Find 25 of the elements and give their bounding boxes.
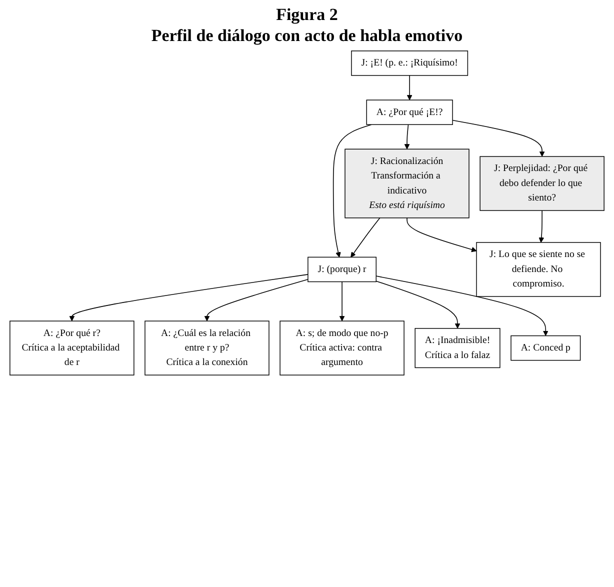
node-box: J: Perplejidad: ¿Por qué debo defender lo que siento? — [480, 156, 604, 211]
node-box: A: ¡Inadmisible! Crítica a lo falaz — [414, 328, 500, 368]
arrow — [332, 124, 372, 258]
node-box: J: Lo que se siente no se defiende. No compromiso. — [476, 242, 601, 297]
arrow — [69, 274, 308, 322]
figure-number: Figura 2 — [275, 4, 339, 25]
node-box: A: Conced p — [510, 335, 581, 361]
node-box: A: ¿Por qué ¡E!? — [366, 100, 453, 125]
arrow — [406, 218, 477, 252]
arrow — [452, 120, 545, 157]
arrow — [376, 276, 548, 336]
arrow — [538, 210, 544, 243]
node-box: J: ¡E! (p. e.: ¡Riquísimo! — [351, 50, 468, 76]
node-box: J: (porque) r — [308, 256, 377, 282]
arrow — [404, 124, 410, 150]
arrow — [339, 281, 345, 322]
arrow — [376, 280, 460, 329]
arrow — [204, 278, 308, 322]
node-box: A: ¿Cuál es la relación entre r y p? Crítica a la conexión — [144, 320, 270, 376]
node-box: J: Racionalización Transformación a indicativo Esto está riquísimo — [344, 148, 470, 218]
diagram-title: Perfil de diálogo con acto de habla emotivo — [150, 25, 464, 46]
arrow — [406, 75, 412, 100]
node-box: A: s; de modo que no-p Crítica activa: contra argumento — [280, 320, 404, 376]
arrow — [350, 218, 380, 258]
node-box: A: ¿Por qué r? Crítica a la aceptabilidad de r — [10, 320, 134, 376]
